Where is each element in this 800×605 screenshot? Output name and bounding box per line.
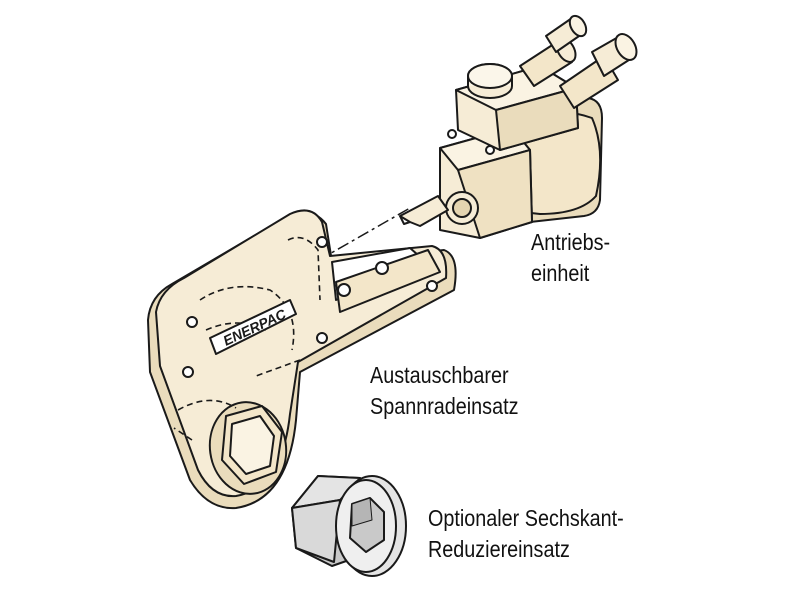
hose-fitting-icon [519,14,638,109]
label-reducer-insert-line1: Optionaler Sechskant- [428,505,624,531]
label-ratchet-insert: Austauschbarer Spannradeinsatz [370,360,518,422]
label-reducer-insert: Optionaler Sechskant- Reduziereinsatz [428,503,624,565]
drive-unit-icon [399,14,638,239]
hex-reducer-icon [291,475,407,577]
label-ratchet-insert-line1: Austauschbarer [370,362,509,388]
label-drive-unit-line1: Antriebs- [531,229,611,255]
link-head-icon [147,209,457,510]
label-reducer-insert-line2: Reduziereinsatz [428,536,570,562]
alignment-line [297,207,411,273]
label-ratchet-insert-line2: Spannradeinsatz [370,393,519,419]
label-drive-unit-line2: einheit [531,260,590,286]
label-drive-unit: Antriebs- einheit [531,227,610,289]
